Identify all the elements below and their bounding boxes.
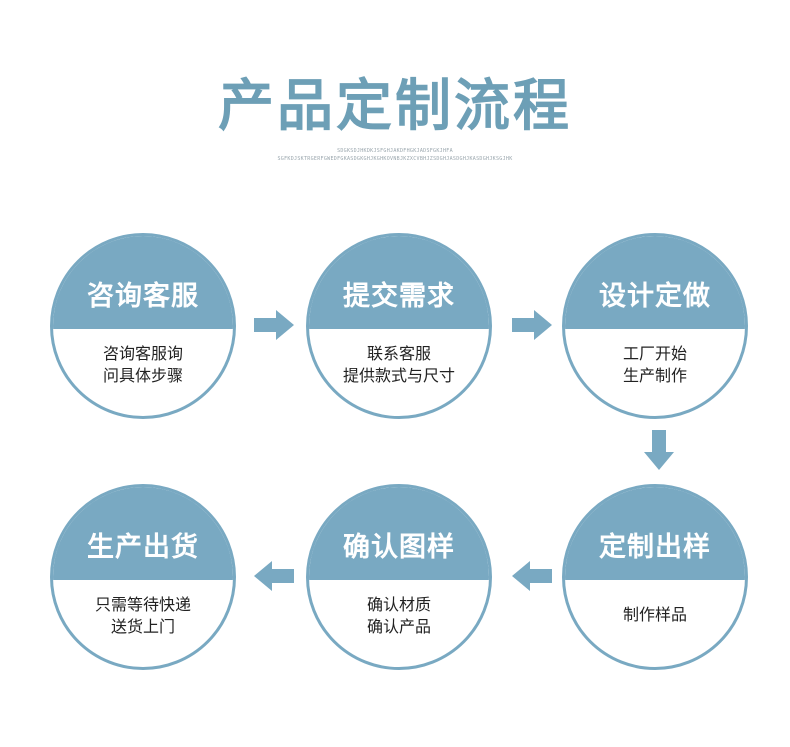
step-description: 确认材质 确认产品 <box>309 594 489 638</box>
step-desc-line: 确认材质 <box>366 595 431 614</box>
step-description: 制作样品 <box>565 604 745 626</box>
step-header <box>309 236 489 329</box>
step-desc-line: 提供款式与尺寸 <box>342 366 455 385</box>
step-desc-line: 只需等待快递 <box>94 595 191 614</box>
step-title: 提交需求 <box>343 281 455 312</box>
step-make-sample: 定制出样 制作样品 <box>562 484 748 670</box>
step-header <box>53 236 233 329</box>
step-desc-line: 制作样品 <box>622 605 687 624</box>
arrow-left-icon <box>254 561 294 591</box>
step-submit-requirements: 提交需求 联系客服 提供款式与尺寸 <box>306 233 492 419</box>
step-title: 生产出货 <box>87 532 199 563</box>
step-desc-line: 送货上门 <box>110 617 175 636</box>
step-title: 定制出样 <box>599 532 711 563</box>
step-header <box>565 236 745 329</box>
step-consult: 咨询客服 咨询客服询 问具体步骤 <box>50 233 236 419</box>
step-title: 咨询客服 <box>87 281 199 312</box>
step-description: 联系客服 提供款式与尺寸 <box>309 343 489 387</box>
step-header <box>565 487 745 580</box>
arrow-down-icon <box>644 430 674 470</box>
step-desc-line: 咨询客服询 <box>102 344 183 363</box>
step-title: 设计定做 <box>599 281 711 312</box>
step-desc-line: 确认产品 <box>366 617 431 636</box>
arrow-left-icon <box>512 561 552 591</box>
subtitle-line-1: SDGKSDJHKDKJSFGHJAKDFHGKJADSFGKJHFA <box>337 148 453 154</box>
step-confirm-sample: 确认图样 确认材质 确认产品 <box>306 484 492 670</box>
step-design: 设计定做 工厂开始 生产制作 <box>562 233 748 419</box>
step-header <box>53 487 233 580</box>
step-description: 工厂开始 生产制作 <box>565 343 745 387</box>
subtitle-line-2: SGFKDJSKTRGERFGWEDFGKASDGKGHJKGHKOVNBJKZ… <box>277 156 513 162</box>
step-description: 只需等待快递 送货上门 <box>53 594 233 638</box>
step-ship: 生产出货 只需等待快递 送货上门 <box>50 484 236 670</box>
arrow-right-icon <box>254 310 294 340</box>
step-header <box>309 487 489 580</box>
arrow-right-icon <box>512 310 552 340</box>
step-desc-line: 问具体步骤 <box>102 366 183 385</box>
page-title: 产品定制流程 <box>218 74 572 139</box>
step-title: 确认图样 <box>343 532 455 563</box>
step-desc-line: 联系客服 <box>366 344 431 363</box>
step-description: 咨询客服询 问具体步骤 <box>53 343 233 387</box>
step-desc-line: 生产制作 <box>622 366 687 385</box>
step-desc-line: 工厂开始 <box>622 344 687 363</box>
